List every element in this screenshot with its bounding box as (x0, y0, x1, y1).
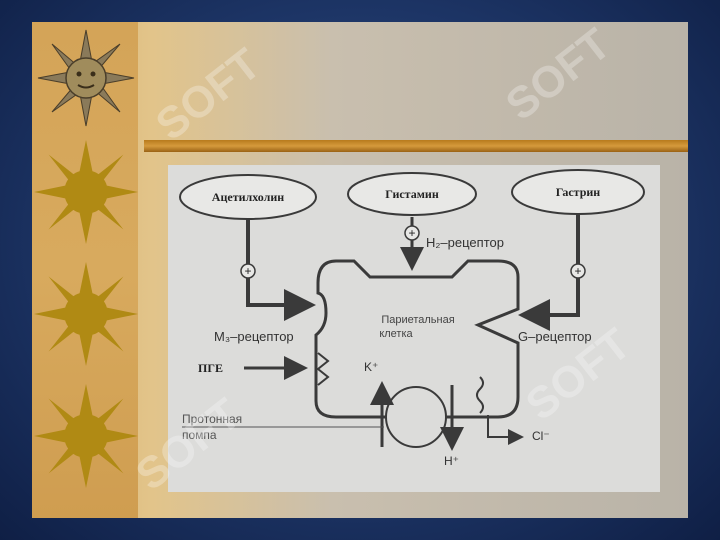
diagram-panel: Ацетилхолин Гистамин Гастрин + + + H₂–ре… (168, 165, 660, 492)
plus-sign: + (408, 226, 415, 240)
cl-ion-label: Cl⁻ (532, 429, 550, 443)
histamine-node (347, 172, 477, 216)
pge-label: ПГЕ (198, 361, 223, 375)
gastrin-label: Гастрин (556, 185, 601, 199)
cell-label-line2: клетка (379, 328, 413, 340)
pge-receptor (316, 352, 330, 386)
plus-icon (570, 263, 586, 279)
cl-channel (476, 376, 484, 414)
decorative-sidebar (32, 22, 138, 518)
g-receptor-label: G–рецептор (518, 329, 592, 344)
k-ion-label: K⁺ (364, 360, 378, 374)
parietal-cell-membrane (314, 259, 520, 419)
parietal-cell-diagram: Ацетилхолин Гистамин Гастрин + + + H₂–ре… (179, 169, 645, 468)
sun-icon (34, 384, 138, 488)
cell-label-line1: Париетальная (381, 314, 454, 326)
divider-stripe (144, 140, 688, 152)
acetylcholine-label: Ацетилхолин (212, 190, 284, 204)
sun-icon (34, 140, 138, 244)
acetylcholine-arrow (246, 219, 316, 321)
sun-icon (34, 262, 138, 366)
h-ion-label: H⁺ (444, 454, 459, 468)
plus-sign: + (574, 264, 581, 278)
h2-receptor-label: H₂–рецептор (426, 235, 504, 250)
sun-face-icon (37, 29, 135, 127)
histamine-label: Гистамин (385, 187, 439, 201)
pump-label-line1: Протонная (182, 412, 242, 426)
m3-receptor-label: M₃–рецептор (214, 329, 294, 344)
proton-pump (385, 386, 447, 448)
plus-icon (240, 263, 256, 279)
gastrin-arrow (518, 214, 580, 331)
plus-sign: + (244, 264, 251, 278)
plus-icon (404, 225, 420, 241)
pump-label-line2: помпа (182, 428, 217, 442)
cl-ion-arrow (487, 415, 524, 445)
